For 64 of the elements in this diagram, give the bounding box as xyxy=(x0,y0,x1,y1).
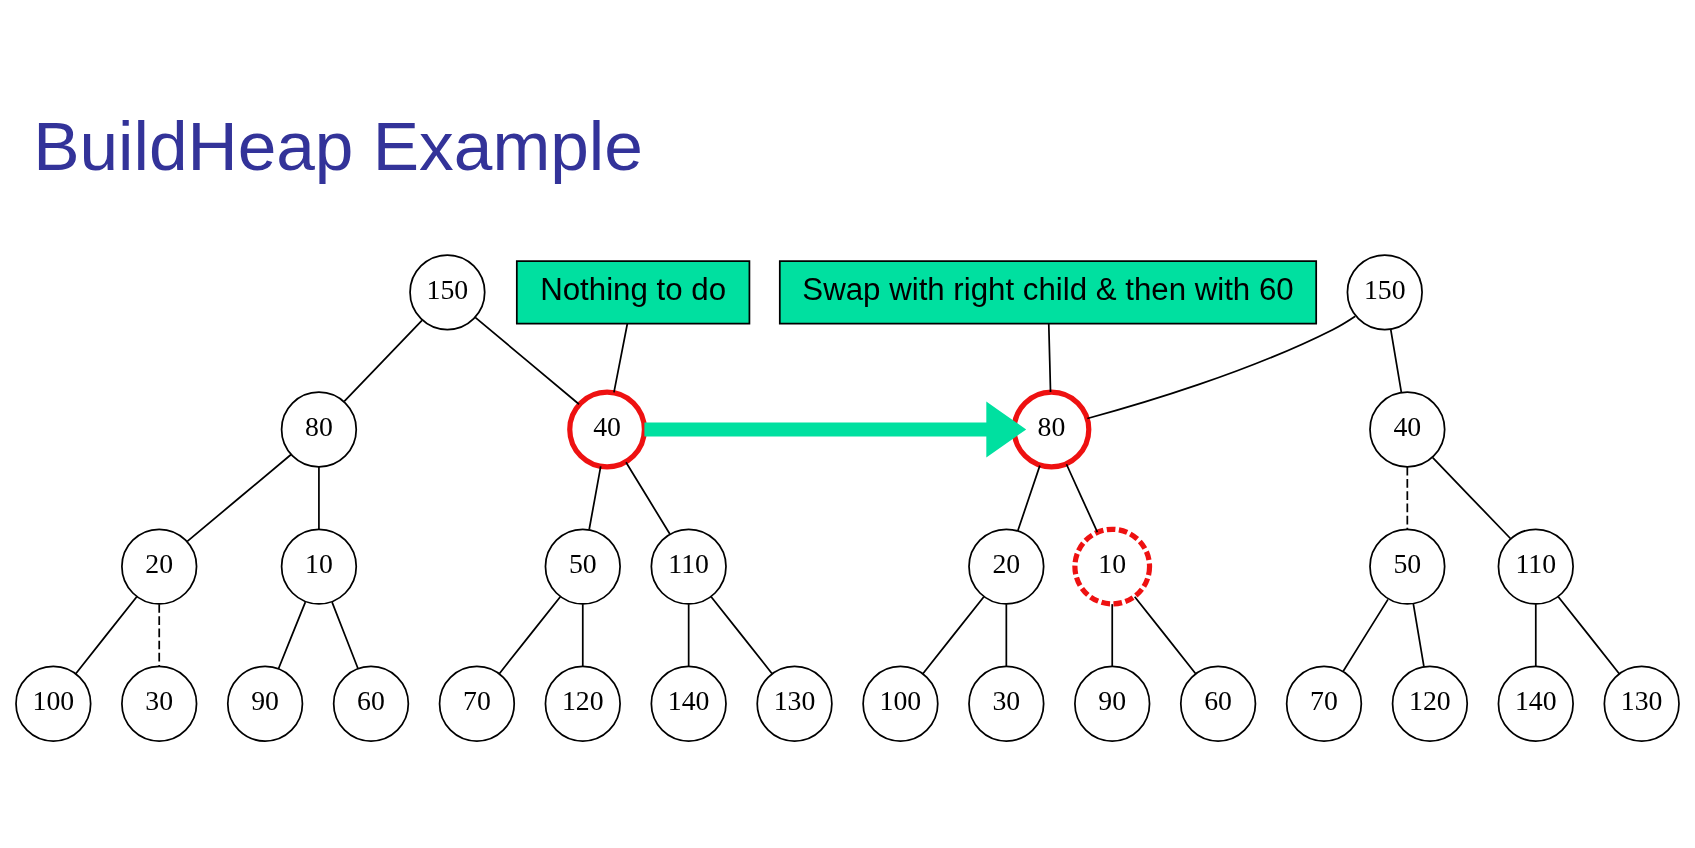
node-circle: 110 xyxy=(650,527,727,605)
connector xyxy=(74,595,138,675)
connector xyxy=(1412,602,1425,668)
node-circle: 30 xyxy=(968,665,1045,742)
connector xyxy=(1133,595,1197,675)
node-circle: 80 xyxy=(280,390,358,468)
connector xyxy=(1534,602,1537,667)
connector xyxy=(1557,595,1621,675)
node-circle: 50 xyxy=(544,527,621,605)
connector xyxy=(625,460,671,535)
connector xyxy=(922,595,985,675)
node-circle: 90 xyxy=(226,665,304,742)
connector xyxy=(1065,462,1099,533)
node-circle: 40 xyxy=(1369,390,1446,468)
connector xyxy=(318,465,320,530)
node-circle: 80 xyxy=(1011,389,1092,469)
connector xyxy=(498,595,562,675)
node-circle: 90 xyxy=(1074,665,1151,742)
node-circle: 10 xyxy=(280,527,358,605)
node-circle: 20 xyxy=(968,527,1045,605)
connector xyxy=(1431,456,1512,539)
node-circle: 60 xyxy=(332,665,410,742)
connector xyxy=(186,453,292,542)
node-circle: 40 xyxy=(567,389,647,469)
node-circle: 140 xyxy=(650,665,727,742)
node-circle: 120 xyxy=(1391,665,1469,742)
connector xyxy=(710,595,773,675)
node-circle: 140 xyxy=(1497,665,1574,742)
connector xyxy=(1406,465,1409,530)
node-circle: 110 xyxy=(1497,527,1574,605)
node-circle: 120 xyxy=(544,665,621,742)
node-circle: 70 xyxy=(1285,665,1363,742)
node-circle: 150 xyxy=(409,253,486,330)
node-circle: 30 xyxy=(121,665,198,742)
node-circle: 150 xyxy=(1346,253,1423,330)
node-circle: 130 xyxy=(756,665,833,742)
node-circle: 20 xyxy=(121,527,198,605)
connector xyxy=(687,602,690,667)
connector xyxy=(1005,602,1008,667)
connector xyxy=(1342,597,1389,672)
connector xyxy=(331,600,359,669)
node-circle: 70 xyxy=(438,665,516,742)
node-circle: 130 xyxy=(1603,665,1680,742)
connector xyxy=(1016,464,1041,532)
node-circle: 60 xyxy=(1179,665,1257,742)
node-circle: 100 xyxy=(15,665,92,742)
node-circle: 10 xyxy=(1072,526,1153,607)
node-box: Nothing to do xyxy=(515,259,751,324)
connector xyxy=(1047,322,1052,393)
connector xyxy=(343,319,423,402)
arrow xyxy=(644,401,1027,457)
connector xyxy=(1111,602,1114,667)
connector xyxy=(613,322,629,393)
connector xyxy=(1389,327,1403,393)
node-circle: 100 xyxy=(862,665,939,742)
diagram-title: BuildHeap Example xyxy=(33,106,643,185)
connector xyxy=(277,600,307,670)
connector xyxy=(1086,314,1357,419)
node-circle: 50 xyxy=(1369,527,1446,605)
connector xyxy=(474,315,580,405)
connector xyxy=(158,602,161,667)
node-box: Swap with right child & then with 60 xyxy=(778,259,1318,324)
connector xyxy=(588,464,602,530)
connector xyxy=(581,602,584,667)
